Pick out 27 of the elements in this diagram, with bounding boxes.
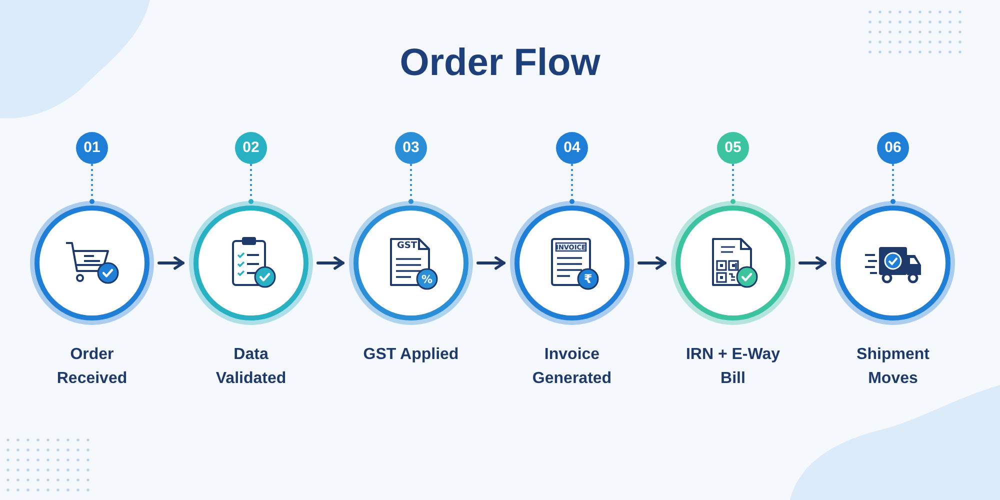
dotted-connector <box>250 164 252 199</box>
arrow <box>158 256 184 270</box>
arrow <box>798 256 826 270</box>
dotted-connector <box>732 164 734 199</box>
step-label: Shipment Moves <box>856 345 930 389</box>
dotted-connector <box>410 164 412 199</box>
number-badge: 05 <box>717 132 749 164</box>
dotted-connector <box>91 164 93 199</box>
number-badge: 02 <box>235 132 267 164</box>
dotted-connector <box>571 164 573 199</box>
arrow <box>476 256 506 270</box>
icon-text: GST <box>397 241 417 251</box>
step-label: Invoice Generated <box>531 345 613 389</box>
step-label: GST Applied <box>362 345 460 365</box>
number-badge: 04 <box>556 132 588 164</box>
step-label: Data Validated <box>214 345 288 389</box>
dotted-connector <box>892 164 894 199</box>
number-badge: 06 <box>877 132 909 164</box>
diagram-title: Order Flow <box>400 42 600 85</box>
percent-symbol: % <box>421 273 433 286</box>
rupee-symbol: ₹ <box>584 272 592 286</box>
number-badge: 01 <box>76 132 108 164</box>
step-label: IRN + E-Way Bill <box>684 345 782 389</box>
arrow <box>638 256 666 270</box>
step-label: Order Received <box>56 345 128 389</box>
arrow <box>316 256 344 270</box>
number-badge: 03 <box>395 132 427 164</box>
